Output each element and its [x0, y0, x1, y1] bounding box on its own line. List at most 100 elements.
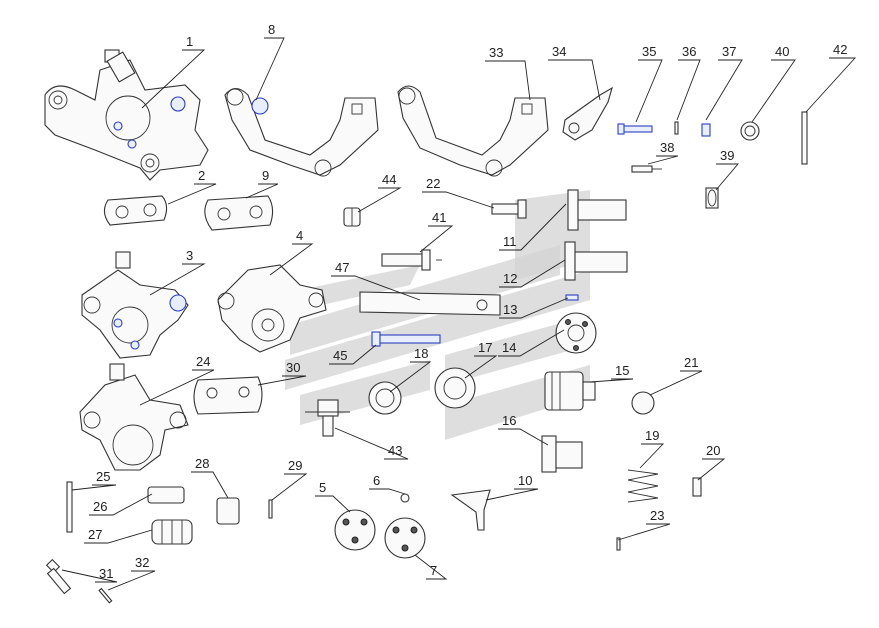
callout-label-20: 20	[706, 443, 720, 458]
callout-label-3: 3	[186, 248, 193, 263]
part-bolt-41	[381, 249, 442, 271]
part-disc-7	[384, 517, 426, 559]
leader-line-34	[548, 59, 601, 101]
callout-label-34: 34	[552, 44, 566, 59]
callout-label-10: 10	[518, 473, 532, 488]
leader-line-20	[697, 458, 726, 481]
callout-label-21: 21	[684, 355, 698, 370]
part-carrier-14	[555, 312, 597, 354]
part-sleeve-26	[147, 486, 185, 504]
part-caliper-assembly-1	[44, 49, 209, 181]
callout-label-39: 39	[720, 148, 734, 163]
leader-line-32	[107, 570, 156, 591]
part-caliper-4	[217, 264, 327, 353]
leader-line-47	[331, 275, 421, 301]
callout-label-5: 5	[319, 480, 326, 495]
part-piston-12	[564, 241, 628, 281]
callout-label-30: 30	[286, 360, 300, 375]
part-lever-34	[562, 86, 613, 141]
callout-label-28: 28	[195, 456, 209, 471]
leader-line-21	[649, 370, 703, 396]
callout-label-11: 11	[503, 234, 517, 249]
leader-line-44	[357, 187, 402, 213]
part-brake-pad-9	[204, 195, 274, 231]
callout-label-26: 26	[93, 499, 107, 514]
part-pin-38	[631, 165, 662, 173]
callout-label-35: 35	[642, 44, 656, 59]
callout-label-19: 19	[645, 428, 659, 443]
leader-line-5	[315, 495, 351, 513]
callout-label-41: 41	[432, 210, 446, 225]
leader-line-19	[639, 443, 665, 469]
leader-line-36	[676, 59, 701, 121]
part-screw-13	[565, 294, 579, 301]
part-bracket-33	[397, 85, 549, 177]
part-brake-pad-30	[193, 376, 263, 415]
leader-line-23	[617, 523, 671, 541]
part-nut-37	[701, 123, 711, 137]
leader-line-37	[705, 59, 743, 121]
part-pin-29	[268, 499, 273, 519]
callout-label-12: 12	[503, 271, 517, 286]
callout-label-42: 42	[833, 42, 847, 57]
part-caliper-3	[81, 251, 189, 359]
part-pin-36	[674, 121, 679, 135]
part-bracket-8	[224, 87, 379, 177]
leader-line-1	[141, 49, 206, 109]
part-pin-23	[616, 537, 621, 551]
leader-line-17	[464, 355, 498, 379]
leader-line-25	[71, 484, 117, 491]
part-adjuster-16	[541, 435, 583, 473]
callout-label-2: 2	[198, 168, 205, 183]
callout-label-22: 22	[426, 176, 440, 191]
callout-label-13: 13	[503, 302, 517, 317]
leader-line-40	[751, 59, 796, 123]
leader-line-28	[191, 471, 229, 499]
leader-line-2	[167, 183, 217, 205]
callout-label-25: 25	[96, 469, 110, 484]
callout-label-32: 32	[135, 555, 149, 570]
part-ring-17	[434, 367, 476, 409]
leader-line-12	[499, 259, 566, 288]
part-clip-20	[692, 477, 702, 497]
leader-line-24	[139, 369, 215, 406]
leader-line-15	[589, 378, 634, 383]
callout-label-15: 15	[615, 363, 629, 378]
leader-line-10	[485, 488, 539, 501]
leader-line-33	[485, 60, 531, 101]
part-ring-40	[740, 121, 760, 141]
leader-line-18	[389, 361, 432, 393]
callout-label-17: 17	[478, 340, 492, 355]
leader-line-9	[245, 183, 279, 199]
part-disc-5	[334, 509, 376, 551]
leader-line-11	[499, 203, 567, 251]
part-boot-44	[343, 207, 361, 227]
callout-label-24: 24	[196, 354, 210, 369]
part-spring-ring-21	[631, 391, 655, 415]
leader-line-6	[369, 488, 406, 495]
part-spring-19	[627, 469, 659, 503]
callout-label-27: 27	[88, 527, 102, 542]
callout-label-43: 43	[388, 443, 402, 458]
callout-label-23: 23	[650, 508, 664, 523]
leader-line-39	[715, 163, 739, 191]
leader-line-3	[149, 263, 206, 296]
part-guide-43	[305, 399, 350, 437]
part-bolt-31	[45, 558, 72, 595]
callout-label-36: 36	[682, 44, 696, 59]
leader-line-45	[329, 344, 377, 365]
part-piston-11	[567, 189, 627, 231]
part-plate-25	[66, 481, 73, 533]
leader-line-4	[269, 243, 314, 276]
leader-line-42	[805, 57, 857, 113]
callout-label-45: 45	[333, 348, 347, 363]
part-adjuster-15	[544, 371, 596, 411]
leader-line-27	[84, 529, 153, 544]
part-bushing-39	[705, 187, 719, 209]
callout-label-14: 14	[502, 340, 516, 355]
leader-line-26	[89, 493, 153, 516]
leader-line-38	[647, 155, 679, 165]
